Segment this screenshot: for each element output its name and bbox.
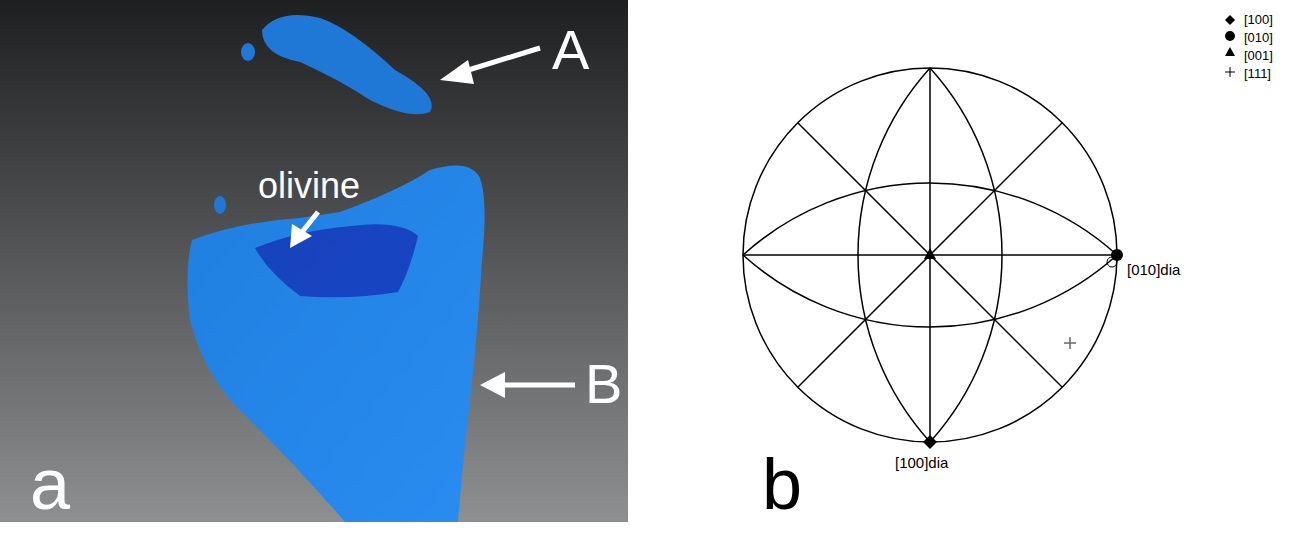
legend-text: [010] — [1244, 31, 1273, 44]
legend-text: [100] — [1244, 13, 1273, 26]
inclusion-b — [187, 166, 484, 523]
axis-label: [010]dia — [1127, 262, 1180, 277]
poles — [923, 248, 1123, 449]
panel-letter: b — [762, 448, 802, 520]
fragment — [214, 196, 226, 214]
inclusion-a — [262, 15, 432, 114]
stereonet — [743, 68, 1117, 442]
olivine-crystal — [255, 224, 418, 297]
panel-letter: a — [30, 448, 70, 520]
legend-text: [111] — [1244, 67, 1271, 80]
render-background — [0, 0, 628, 522]
callout-letter: B — [585, 356, 622, 412]
axis-label: [100]dia — [895, 455, 948, 470]
mineral-label: olivine — [258, 168, 360, 204]
fragment — [241, 43, 255, 61]
legend-symbols — [1225, 15, 1235, 77]
callout-letter: A — [552, 22, 589, 78]
legend-text: [001] — [1244, 49, 1273, 62]
arrows — [290, 48, 575, 398]
